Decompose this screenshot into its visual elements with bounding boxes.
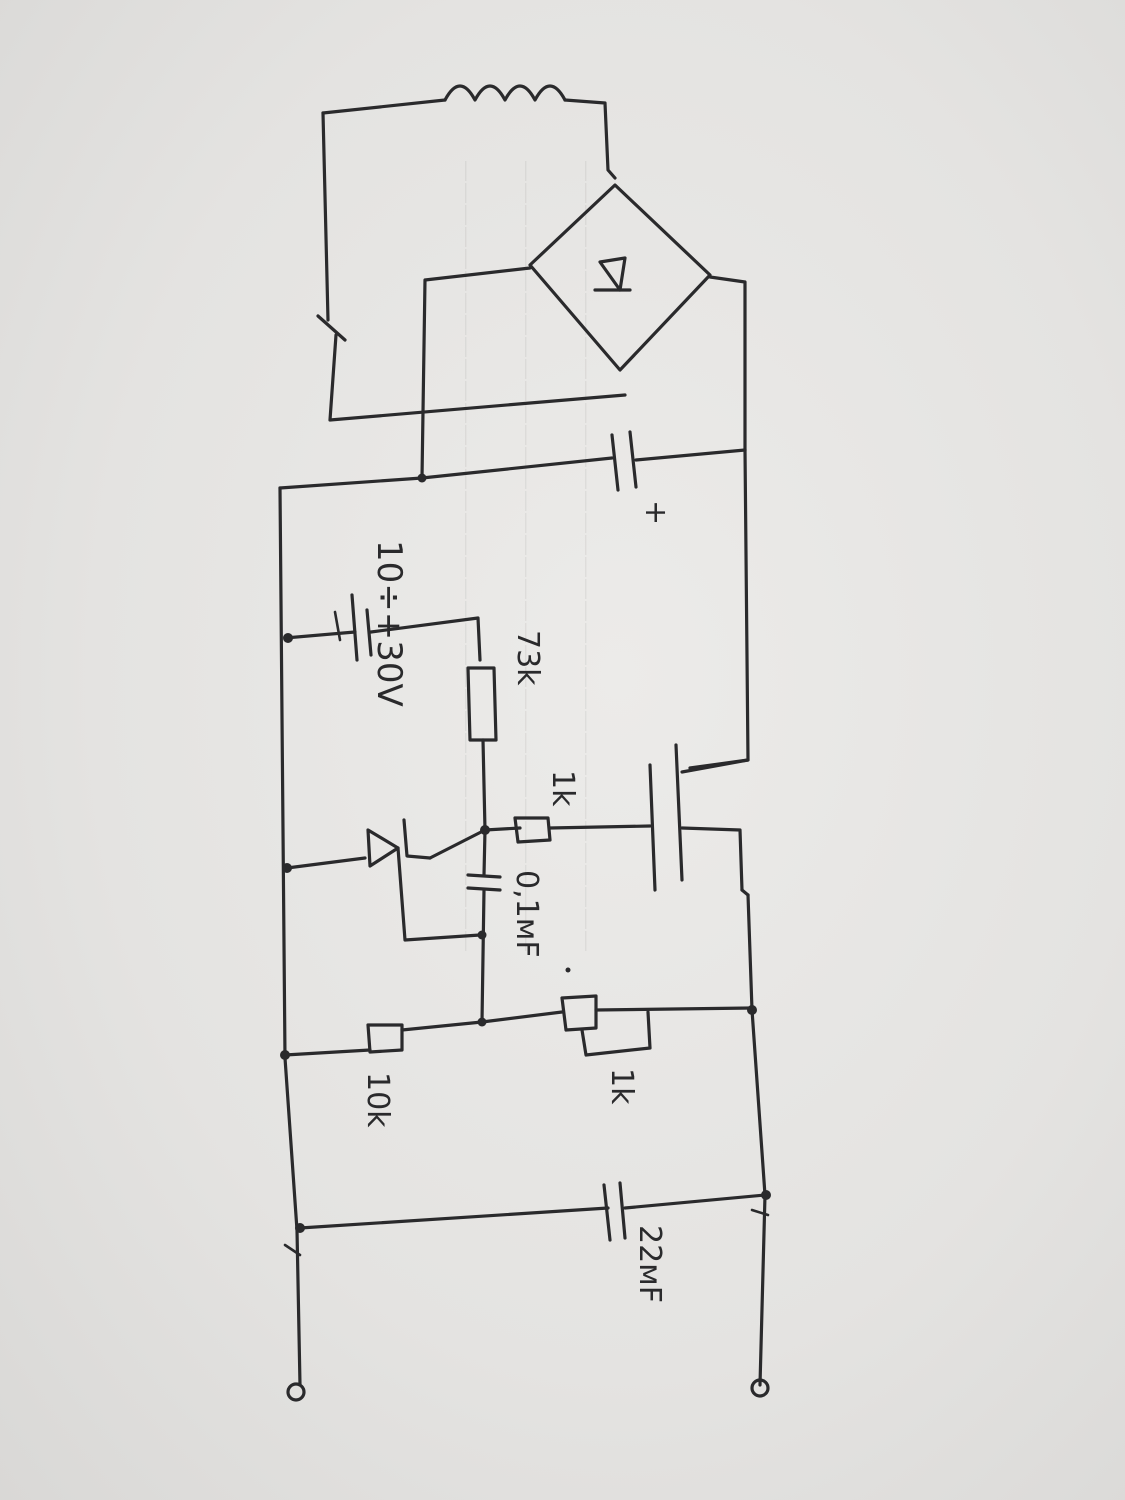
output-terminal-positive xyxy=(750,1378,770,1398)
diode-bridge: D xyxy=(420,183,747,480)
resistor-10k-label: 10k xyxy=(360,1072,395,1128)
base-network: 1k xyxy=(480,770,652,844)
capacitor-22uF: 22мF xyxy=(295,1181,771,1303)
pot-label: 1k xyxy=(604,1068,639,1105)
potentiometer-1k: 1k xyxy=(480,994,757,1105)
filter-capacitor: + xyxy=(278,430,747,525)
transistor xyxy=(648,743,750,897)
transformer-winding xyxy=(316,84,627,422)
left-rail xyxy=(278,486,302,1387)
capacitor-0-1uF: 0,1мF xyxy=(466,828,544,1024)
resistor-73k-label: 73k xyxy=(510,630,545,686)
cap-out-label: 22мF xyxy=(632,1225,667,1303)
resistor-10k: 10k xyxy=(280,1017,487,1128)
ghost-line-2: ———————————————————————————————————— xyxy=(514,160,539,952)
filter-cap-plus: + xyxy=(638,500,673,525)
ghost-line-3: ———————————————————————————————————— xyxy=(454,160,479,952)
zener-diode xyxy=(282,818,487,942)
vref-source: 10÷+30V xyxy=(283,540,482,707)
stray-mark xyxy=(565,967,571,973)
ghost-line-1: ———————————————————————————————————— xyxy=(574,160,599,952)
vref-label: 10÷+30V xyxy=(369,540,409,707)
bleed-through-text: ———————————————————————————————————— ———… xyxy=(454,160,599,952)
right-rail xyxy=(688,448,750,770)
resistor-73k: 73k xyxy=(466,630,545,832)
resistor-base-label: 1k xyxy=(545,770,580,807)
output-terminal-negative xyxy=(286,1382,306,1402)
cap-small-label: 0,1мF xyxy=(509,870,544,958)
